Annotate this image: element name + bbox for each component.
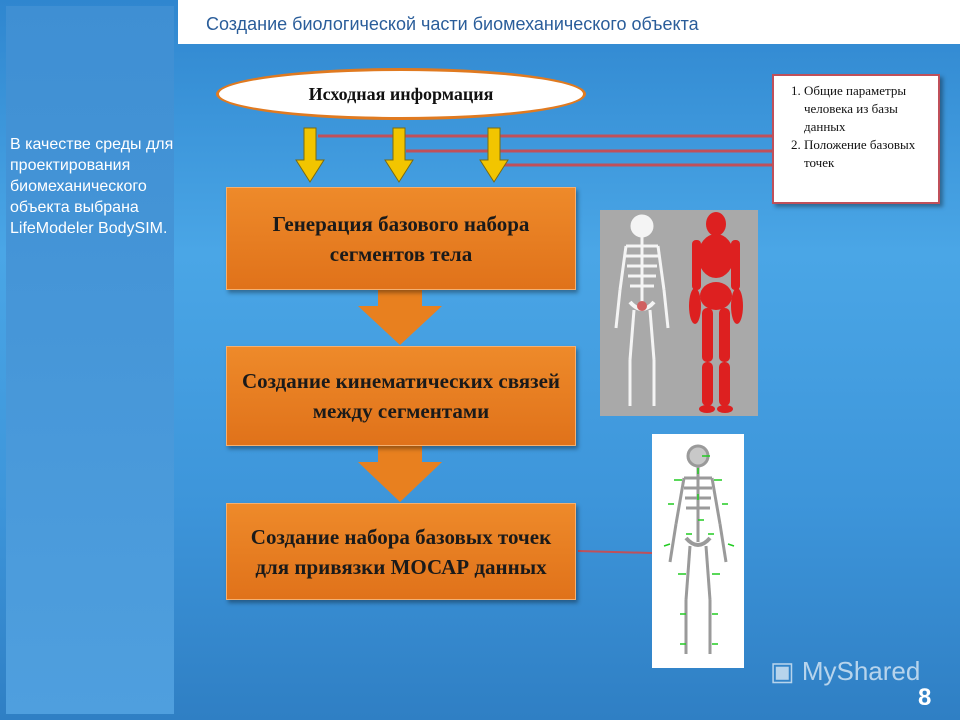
skeleton-figure <box>614 214 670 406</box>
sidebar-text: В качестве среды для проектирования биом… <box>10 136 174 237</box>
title-bar <box>178 0 960 44</box>
info-box: Общие параметры человека из базы данных … <box>772 74 940 204</box>
watermark: ▣ MyShared <box>770 656 920 687</box>
page-number: 8 <box>918 684 932 711</box>
watermark-icon: ▣ <box>770 656 795 686</box>
skeleton-mannequin-image <box>600 210 758 416</box>
info-item: Общие параметры человека из базы данных <box>804 82 932 136</box>
marker-points <box>663 455 735 645</box>
slide-title: Создание биологической части биомеханиче… <box>206 14 699 34</box>
sidebar-panel <box>6 6 174 714</box>
down-arrow-icon <box>295 127 325 183</box>
step-image-connector <box>577 550 653 554</box>
info-item: Положение базовых точек <box>804 136 932 172</box>
down-arrow-icon <box>384 127 414 183</box>
watermark-text: MyShared <box>801 656 921 686</box>
step-generate-segments: Генерация базового набора сегментов тела <box>226 187 576 290</box>
down-arrow-icon <box>479 127 509 183</box>
skeleton-markers-image <box>652 434 744 668</box>
mannequin-figure <box>689 212 743 413</box>
skeleton-figure <box>668 444 728 654</box>
step-base-points: Создание набора базовых точек для привяз… <box>226 503 576 600</box>
flow-arrows <box>358 290 442 502</box>
flow-arrow-icon <box>358 446 442 502</box>
flow-arrow-icon <box>358 290 442 345</box>
step-kinematic-links: Создание кинематических связей между сег… <box>226 346 576 446</box>
input-arrows <box>295 127 509 183</box>
source-ellipse: Исходная информация <box>216 68 586 120</box>
